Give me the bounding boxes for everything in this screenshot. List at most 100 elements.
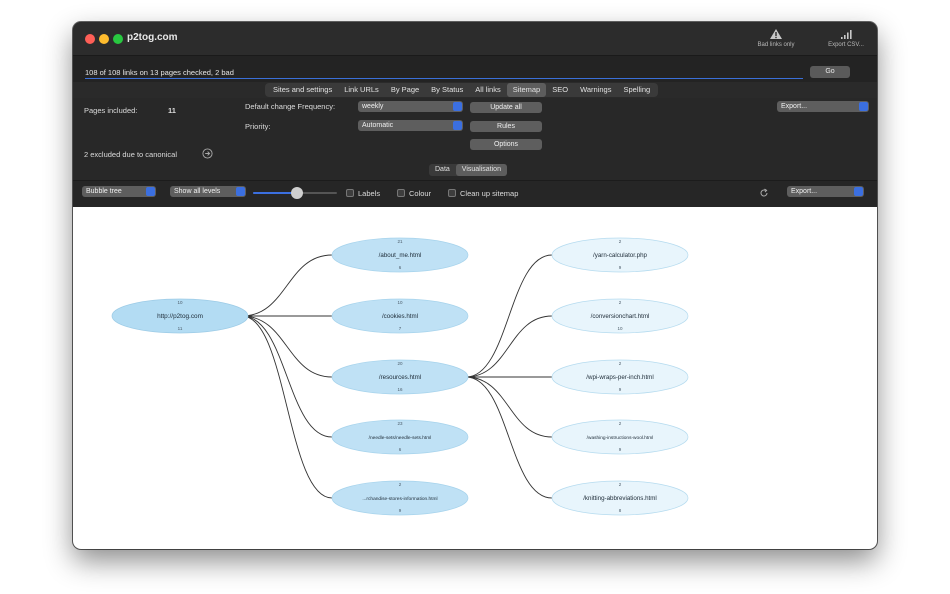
- levels-value: Show all levels: [174, 188, 221, 195]
- tree-node-level1-bottom-count: 16: [397, 387, 403, 392]
- tree-node-level1-top-count: 2: [399, 482, 402, 487]
- chevron-up-down-icon: [236, 187, 245, 196]
- tree-node-level2-bottom-count: 9: [619, 265, 622, 270]
- arrow-right-circle-icon[interactable]: [202, 148, 213, 159]
- tree-node-level1-bottom-count: 7: [399, 326, 402, 331]
- bubble-tree-svg: http://p2tog.com 10 11/about_me.html 2 16/co…: [111, 237, 689, 516]
- bad-links-only-label: Bad links only: [757, 42, 795, 48]
- tab-visualisation[interactable]: Visualisation: [455, 164, 507, 176]
- tree-node-level2-label: /knitting-abbreviations.html: [583, 495, 657, 502]
- tree-node-level2-top-count: 2: [619, 482, 622, 487]
- tree-node-level1[interactable]: [331, 359, 469, 395]
- visualisation-export-label: Export...: [791, 188, 818, 195]
- labels-label: Labels: [358, 189, 381, 198]
- tree-node-level1-top-count: 10: [397, 300, 403, 305]
- tab-spelling[interactable]: Spelling: [623, 85, 651, 94]
- tab-sitemap[interactable]: Sitemap: [506, 83, 547, 97]
- update-all-button[interactable]: Update all: [470, 102, 542, 113]
- view-toggle: Data Visualisation: [429, 164, 507, 176]
- link-root-to-level1: [241, 315, 333, 499]
- tree-node-root-label: http://p2tog.com: [157, 313, 203, 320]
- chevron-up-down-icon: [453, 102, 462, 111]
- tab-warnings[interactable]: Warnings: [580, 85, 612, 94]
- change-frequency-select[interactable]: weekly: [358, 101, 463, 112]
- pages-included-label: Pages included:: [84, 106, 138, 115]
- tree-node-level2-top-count: 2: [619, 421, 622, 426]
- colour-checkbox[interactable]: [397, 189, 405, 197]
- tree-node-level2-top-count: 2: [619, 361, 622, 366]
- chevron-up-down-icon: [146, 187, 155, 196]
- main-tabs: Sites and settings Link URLs By Page By …: [265, 83, 659, 97]
- tab-all-links[interactable]: All links: [475, 85, 501, 94]
- priority-value: Automatic: [362, 122, 394, 129]
- export-csv-label: Export CSV...: [828, 42, 864, 48]
- tab-link-urls[interactable]: Link URLs: [344, 85, 379, 94]
- visualisation-export-select[interactable]: Export...: [787, 186, 864, 197]
- labels-checkbox[interactable]: [346, 189, 354, 197]
- tree-node-level1-top-count: 21: [397, 239, 403, 244]
- depth-slider-fill: [253, 192, 297, 194]
- change-frequency-value: weekly: [362, 103, 384, 110]
- tab-by-status[interactable]: By Status: [431, 85, 464, 94]
- export-csv-button[interactable]: Export CSV...: [819, 28, 873, 48]
- options-button[interactable]: Options: [470, 139, 542, 150]
- pages-included-value: 11: [168, 106, 176, 115]
- tree-node-root-bottom-count: 11: [178, 326, 183, 331]
- tab-seo[interactable]: SEO: [552, 85, 569, 94]
- close-window-button[interactable]: [85, 34, 95, 44]
- tree-node-level2[interactable]: [551, 480, 689, 516]
- tree-node-level2-top-count: 2: [619, 300, 622, 305]
- tree-node-level1-top-count: 23: [397, 421, 403, 426]
- warning-icon: [770, 29, 782, 39]
- url-status-input[interactable]: 108 of 108 links on 13 pages checked, 2 …: [85, 68, 234, 77]
- layout-select[interactable]: Bubble tree: [82, 186, 156, 197]
- tab-sites-and-settings[interactable]: Sites and settings: [273, 85, 333, 94]
- tab-by-page[interactable]: By Page: [390, 85, 420, 94]
- tree-node-level1-label: /about_me.html: [379, 252, 422, 259]
- layout-value: Bubble tree: [86, 188, 122, 195]
- bad-links-only-button[interactable]: Bad links only: [749, 28, 803, 48]
- chevron-down-icon: [854, 187, 863, 196]
- depth-slider-knob[interactable]: [290, 187, 303, 199]
- tree-node-level2-bottom-count: 9: [619, 387, 622, 392]
- minimize-window-button[interactable]: [99, 34, 109, 44]
- tree-node-level2[interactable]: [551, 419, 689, 455]
- tree-node-level1[interactable]: [331, 419, 469, 455]
- cleanup-label: Clean up sitemap: [460, 189, 519, 198]
- tree-node-level2-label: /wpi-wraps-per-inch.html: [586, 374, 653, 381]
- tree-node-level1[interactable]: [331, 480, 469, 516]
- tree-node-level2[interactable]: [551, 298, 689, 334]
- link-resources-to-level2: [465, 376, 553, 438]
- zoom-window-button[interactable]: [113, 34, 123, 44]
- tab-data[interactable]: Data: [435, 166, 450, 173]
- change-frequency-label: Default change Frequency:: [245, 102, 336, 111]
- go-button[interactable]: Go: [810, 66, 850, 78]
- link-root-to-level1: [241, 254, 333, 317]
- levels-select[interactable]: Show all levels: [170, 186, 246, 197]
- url-bar: 108 of 108 links on 13 pages checked, 2 …: [73, 56, 877, 82]
- tree-node-root[interactable]: [111, 298, 249, 334]
- sitemap-export-select[interactable]: Export...: [777, 101, 869, 112]
- tree-node-level2[interactable]: [551, 237, 689, 273]
- priority-select[interactable]: Automatic: [358, 120, 463, 131]
- rules-button[interactable]: Rules: [470, 121, 542, 132]
- tree-node-level2-label: /yarn-calculator.php: [593, 252, 648, 259]
- link-root-to-level1: [241, 315, 333, 378]
- chevron-down-icon: [859, 102, 868, 111]
- signal-bars-icon: [841, 30, 852, 39]
- excluded-canonical-text: 2 excluded due to canonical: [84, 150, 177, 159]
- sitemap-export-label: Export...: [781, 103, 808, 110]
- tree-node-level1-label: /resources.html: [379, 374, 421, 381]
- tree-node-level2-label: /conversionchart.html: [591, 313, 650, 320]
- tree-node-level1-label: /needle-sets/needle-sets.html: [369, 435, 432, 441]
- tree-node-level2-top-count: 2: [619, 239, 622, 244]
- link-resources-to-level2: [465, 254, 553, 378]
- tree-node-level1[interactable]: [331, 237, 469, 273]
- tree-node-level1[interactable]: [331, 298, 469, 334]
- refresh-icon[interactable]: [759, 188, 769, 198]
- tree-node-level2-bottom-count: 9: [619, 447, 622, 452]
- cleanup-checkbox[interactable]: [448, 189, 456, 197]
- tree-node-level2-bottom-count: 8: [619, 508, 622, 513]
- tree-node-level2[interactable]: [551, 359, 689, 395]
